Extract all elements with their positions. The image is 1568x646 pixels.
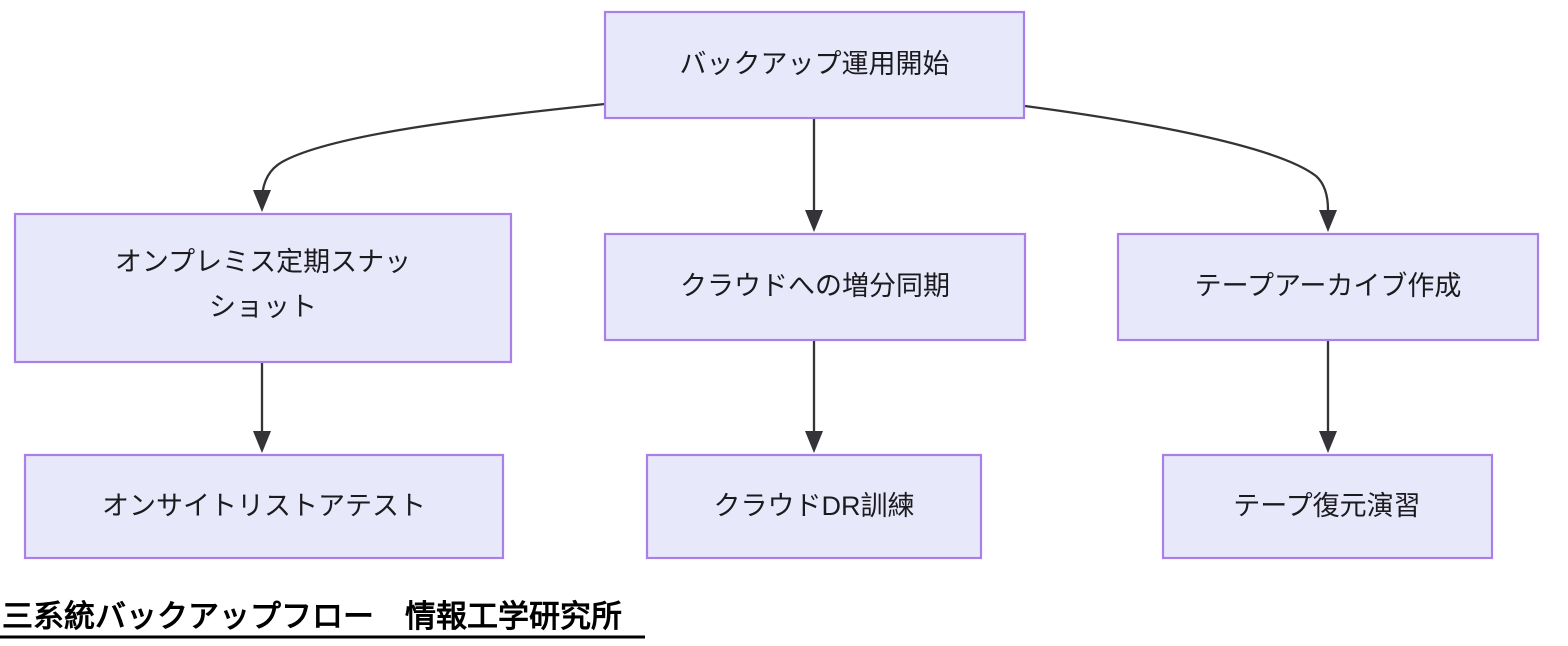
node-tape-restore-drill-box[interactable] (1161, 453, 1494, 560)
node-tape-restore-drill-label: テープ復元演習 (1233, 491, 1420, 521)
node-onsite-restore-test[interactable]: オンサイトリストアテスト (23, 453, 505, 560)
edge-root-to-cloud (805, 118, 823, 232)
edge-root-to-tape-path (1024, 104, 1330, 211)
diagram-caption-text: 三系統バックアップフロー 情報工学研究所 (2, 599, 622, 634)
node-tape-restore-drill[interactable]: テープ復元演習 (1161, 453, 1494, 560)
edge-root-to-tape (1024, 104, 1337, 232)
node-onsite-restore-test-label: オンサイトリストアテスト (102, 491, 426, 521)
node-cloud-sync-box[interactable] (603, 232, 1027, 342)
diagram-caption: 三系統バックアップフロー 情報工学研究所 (0, 599, 645, 639)
node-tape-archive-label: テープアーカイブ作成 (1195, 271, 1462, 301)
edge-tape-to-restore (1319, 340, 1337, 453)
node-onsite-restore-test-box[interactable] (23, 453, 505, 560)
node-onprem-snapshot-label-line1: オンプレミス定期スナッ (115, 247, 411, 277)
node-root-label: バックアップ運用開始 (680, 49, 950, 79)
node-root-box[interactable] (603, 10, 1026, 120)
node-tape-archive-box[interactable] (1116, 232, 1540, 342)
node-cloud-dr-drill-label: クラウドDR訓練 (714, 491, 915, 521)
edge-tape-to-restore-arrowhead (1319, 431, 1337, 453)
edge-onprem-to-onsite (253, 362, 271, 453)
node-onprem-snapshot[interactable]: オンプレミス定期スナッ ショット (13, 212, 513, 364)
node-tape-archive[interactable]: テープアーカイブ作成 (1116, 232, 1540, 342)
edge-cloud-to-dr (805, 340, 823, 453)
node-onprem-snapshot-label-line2: ショット (209, 292, 317, 322)
node-cloud-dr-drill-box[interactable] (645, 453, 983, 560)
edge-cloud-to-dr-arrowhead (805, 431, 823, 453)
node-cloud-sync[interactable]: クラウドへの増分同期 (603, 232, 1027, 342)
edge-onprem-to-onsite-arrowhead (253, 431, 271, 453)
edge-root-to-cloud-arrowhead (805, 210, 823, 232)
edge-root-to-onprem-path (260, 102, 606, 198)
edge-root-to-onprem-arrowhead (253, 190, 271, 212)
edge-root-to-onprem (253, 102, 606, 212)
node-cloud-sync-label: クラウドへの増分同期 (680, 271, 950, 301)
node-root[interactable]: バックアップ運用開始 (603, 10, 1026, 120)
node-onprem-snapshot-box[interactable] (13, 212, 513, 364)
node-cloud-dr-drill[interactable]: クラウドDR訓練 (645, 453, 983, 560)
edge-layer (253, 102, 1337, 453)
node-layer: バックアップ運用開始 オンプレミス定期スナッ ショット クラウドへの増分同期 テ… (13, 10, 1540, 560)
edge-root-to-tape-arrowhead (1319, 210, 1337, 232)
